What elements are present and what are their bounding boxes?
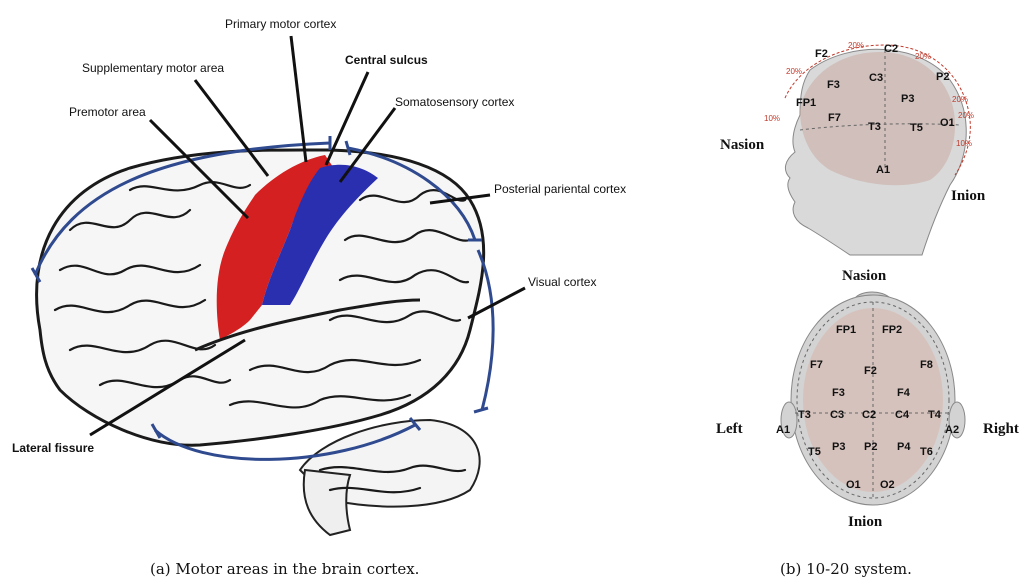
electrode-label: A2 xyxy=(945,424,959,436)
label-visual: Visual cortex xyxy=(528,275,596,289)
electrode-label: T6 xyxy=(920,446,933,458)
percent-label: 20% xyxy=(952,95,968,104)
electrode-label: F7 xyxy=(828,112,841,124)
top-head xyxy=(781,292,965,505)
label-lateral-fissure: Lateral fissure xyxy=(12,441,94,455)
percent-label: 20% xyxy=(848,41,864,50)
side-inion-label: Inion xyxy=(951,188,986,204)
electrode-label: C4 xyxy=(895,409,910,421)
electrode-label: A1 xyxy=(776,424,790,436)
electrode-label: A1 xyxy=(876,164,890,176)
electrode-label: C2 xyxy=(884,43,898,55)
top-inion-label: Inion xyxy=(848,514,883,530)
electrode-label: T4 xyxy=(928,409,942,421)
electrode-label: F8 xyxy=(920,359,933,371)
label-somatosensory: Somatosensory cortex xyxy=(395,95,514,109)
electrode-label: P3 xyxy=(832,441,845,453)
percent-label: 20% xyxy=(786,67,802,76)
top-left-label: Left xyxy=(716,421,743,437)
electrode-label: FP1 xyxy=(796,97,816,109)
electrode-label: F7 xyxy=(810,359,823,371)
top-right-label: Right xyxy=(983,421,1019,437)
percent-label: 20% xyxy=(915,52,931,61)
electrode-label: P2 xyxy=(936,71,949,83)
caption-b: (b) 10-20 system. xyxy=(780,560,912,578)
label-supplementary-motor: Supplementary motor area xyxy=(82,61,224,75)
electrode-label: O1 xyxy=(940,117,955,129)
electrode-label: F2 xyxy=(864,365,877,377)
brain-illustration xyxy=(37,150,484,535)
label-posterior-parietal: Posterial pariental cortex xyxy=(494,182,626,196)
electrode-label: F3 xyxy=(827,79,840,91)
electrode-label: T5 xyxy=(808,446,821,458)
electrode-label: FP1 xyxy=(836,324,856,336)
electrode-label: P2 xyxy=(864,441,877,453)
electrode-label: FP2 xyxy=(882,324,902,336)
label-primary-motor: Primary motor cortex xyxy=(225,17,336,31)
electrode-label: F4 xyxy=(897,387,911,399)
electrode-label: T3 xyxy=(798,409,811,421)
electrode-label: P3 xyxy=(901,93,914,105)
electrode-label: C3 xyxy=(830,409,844,421)
label-central-sulcus: Central sulcus xyxy=(345,53,428,67)
electrode-label: O2 xyxy=(880,479,895,491)
side-nasion-label: Nasion xyxy=(720,137,765,153)
electrode-label: O1 xyxy=(846,479,861,491)
caption-a: (a) Motor areas in the brain cortex. xyxy=(150,560,419,578)
electrode-label: C3 xyxy=(869,72,883,84)
percent-label: 10% xyxy=(956,139,972,148)
electrode-label: T5 xyxy=(910,122,923,134)
electrode-label: F2 xyxy=(815,48,828,60)
electrode-label: P4 xyxy=(897,441,911,453)
electrode-label: C2 xyxy=(862,409,876,421)
label-premotor: Premotor area xyxy=(69,105,146,119)
electrode-label: T3 xyxy=(868,121,881,133)
electrode-label: F3 xyxy=(832,387,845,399)
percent-label: 20% xyxy=(958,111,974,120)
top-nasion-label: Nasion xyxy=(842,268,887,284)
percent-label: 10% xyxy=(764,114,780,123)
